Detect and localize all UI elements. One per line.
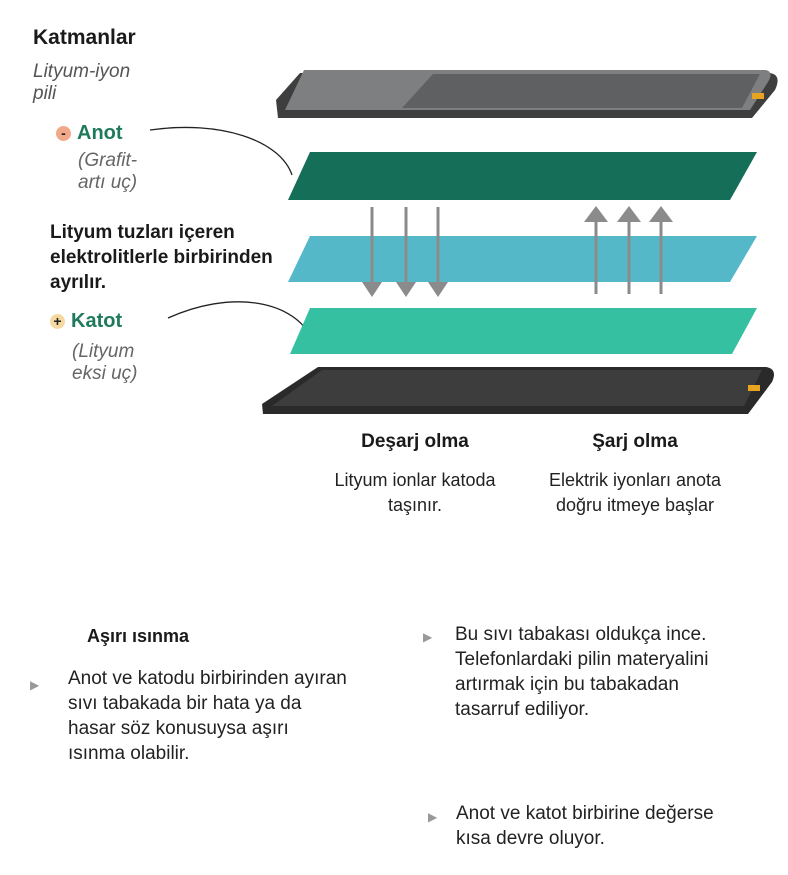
diagram-subtitle: Lityum-iyon pili [33, 61, 131, 104]
anode-note: (Grafit-artı uç) [78, 150, 138, 193]
cathode-label-text: Katot [71, 310, 123, 332]
bullet-triangle-icon: ▶ [428, 810, 438, 824]
cathode-leader-line [167, 301, 311, 336]
charge-text: Elektrik iyonları anota doğru itmeye baş… [548, 470, 722, 515]
anode-layer [288, 152, 757, 200]
cathode-note: (Lityum eksi uç) [72, 341, 138, 384]
discharge-title: Deşarj olma [361, 431, 469, 452]
discharge-text: Lityum ionlar katoda taşınır. [334, 470, 496, 515]
electrolyte-note: Lityum tuzları içeren elektrolitlerle bi… [50, 222, 273, 293]
charge-arrows [584, 206, 673, 294]
cathode-layer [290, 308, 757, 354]
diagram-title: Katmanlar [33, 26, 136, 49]
discharge-arrows [362, 207, 448, 297]
overheat-title: Aşırı ısınma [87, 626, 190, 646]
anode-label: - Anot [56, 122, 123, 145]
bullet-triangle-icon: ▶ [30, 678, 40, 692]
charge-title: Şarj olma [592, 431, 678, 452]
bullet-triangle-icon: ▶ [423, 630, 433, 644]
anode-leader-line [149, 126, 293, 176]
minus-sign-icon: - [56, 126, 71, 141]
cathode-label: + Katot [50, 310, 122, 333]
anode-label-text: Anot [77, 122, 123, 144]
top-casing [276, 70, 778, 118]
bottom-casing [262, 367, 774, 414]
overheat-left-bullet: Anot ve katodu birbirinden ayıran sıvı t… [68, 668, 347, 764]
battery-layers-illustration [149, 70, 778, 414]
plus-sign-icon: + [50, 314, 65, 329]
overheat-right-bullet-2: Anot ve katot birbirine değerse kısa dev… [456, 803, 714, 849]
electrolyte-layer [288, 236, 757, 282]
overheat-right-bullet-1: Bu sıvı tabakası oldukça ince. Telefonla… [455, 624, 709, 720]
